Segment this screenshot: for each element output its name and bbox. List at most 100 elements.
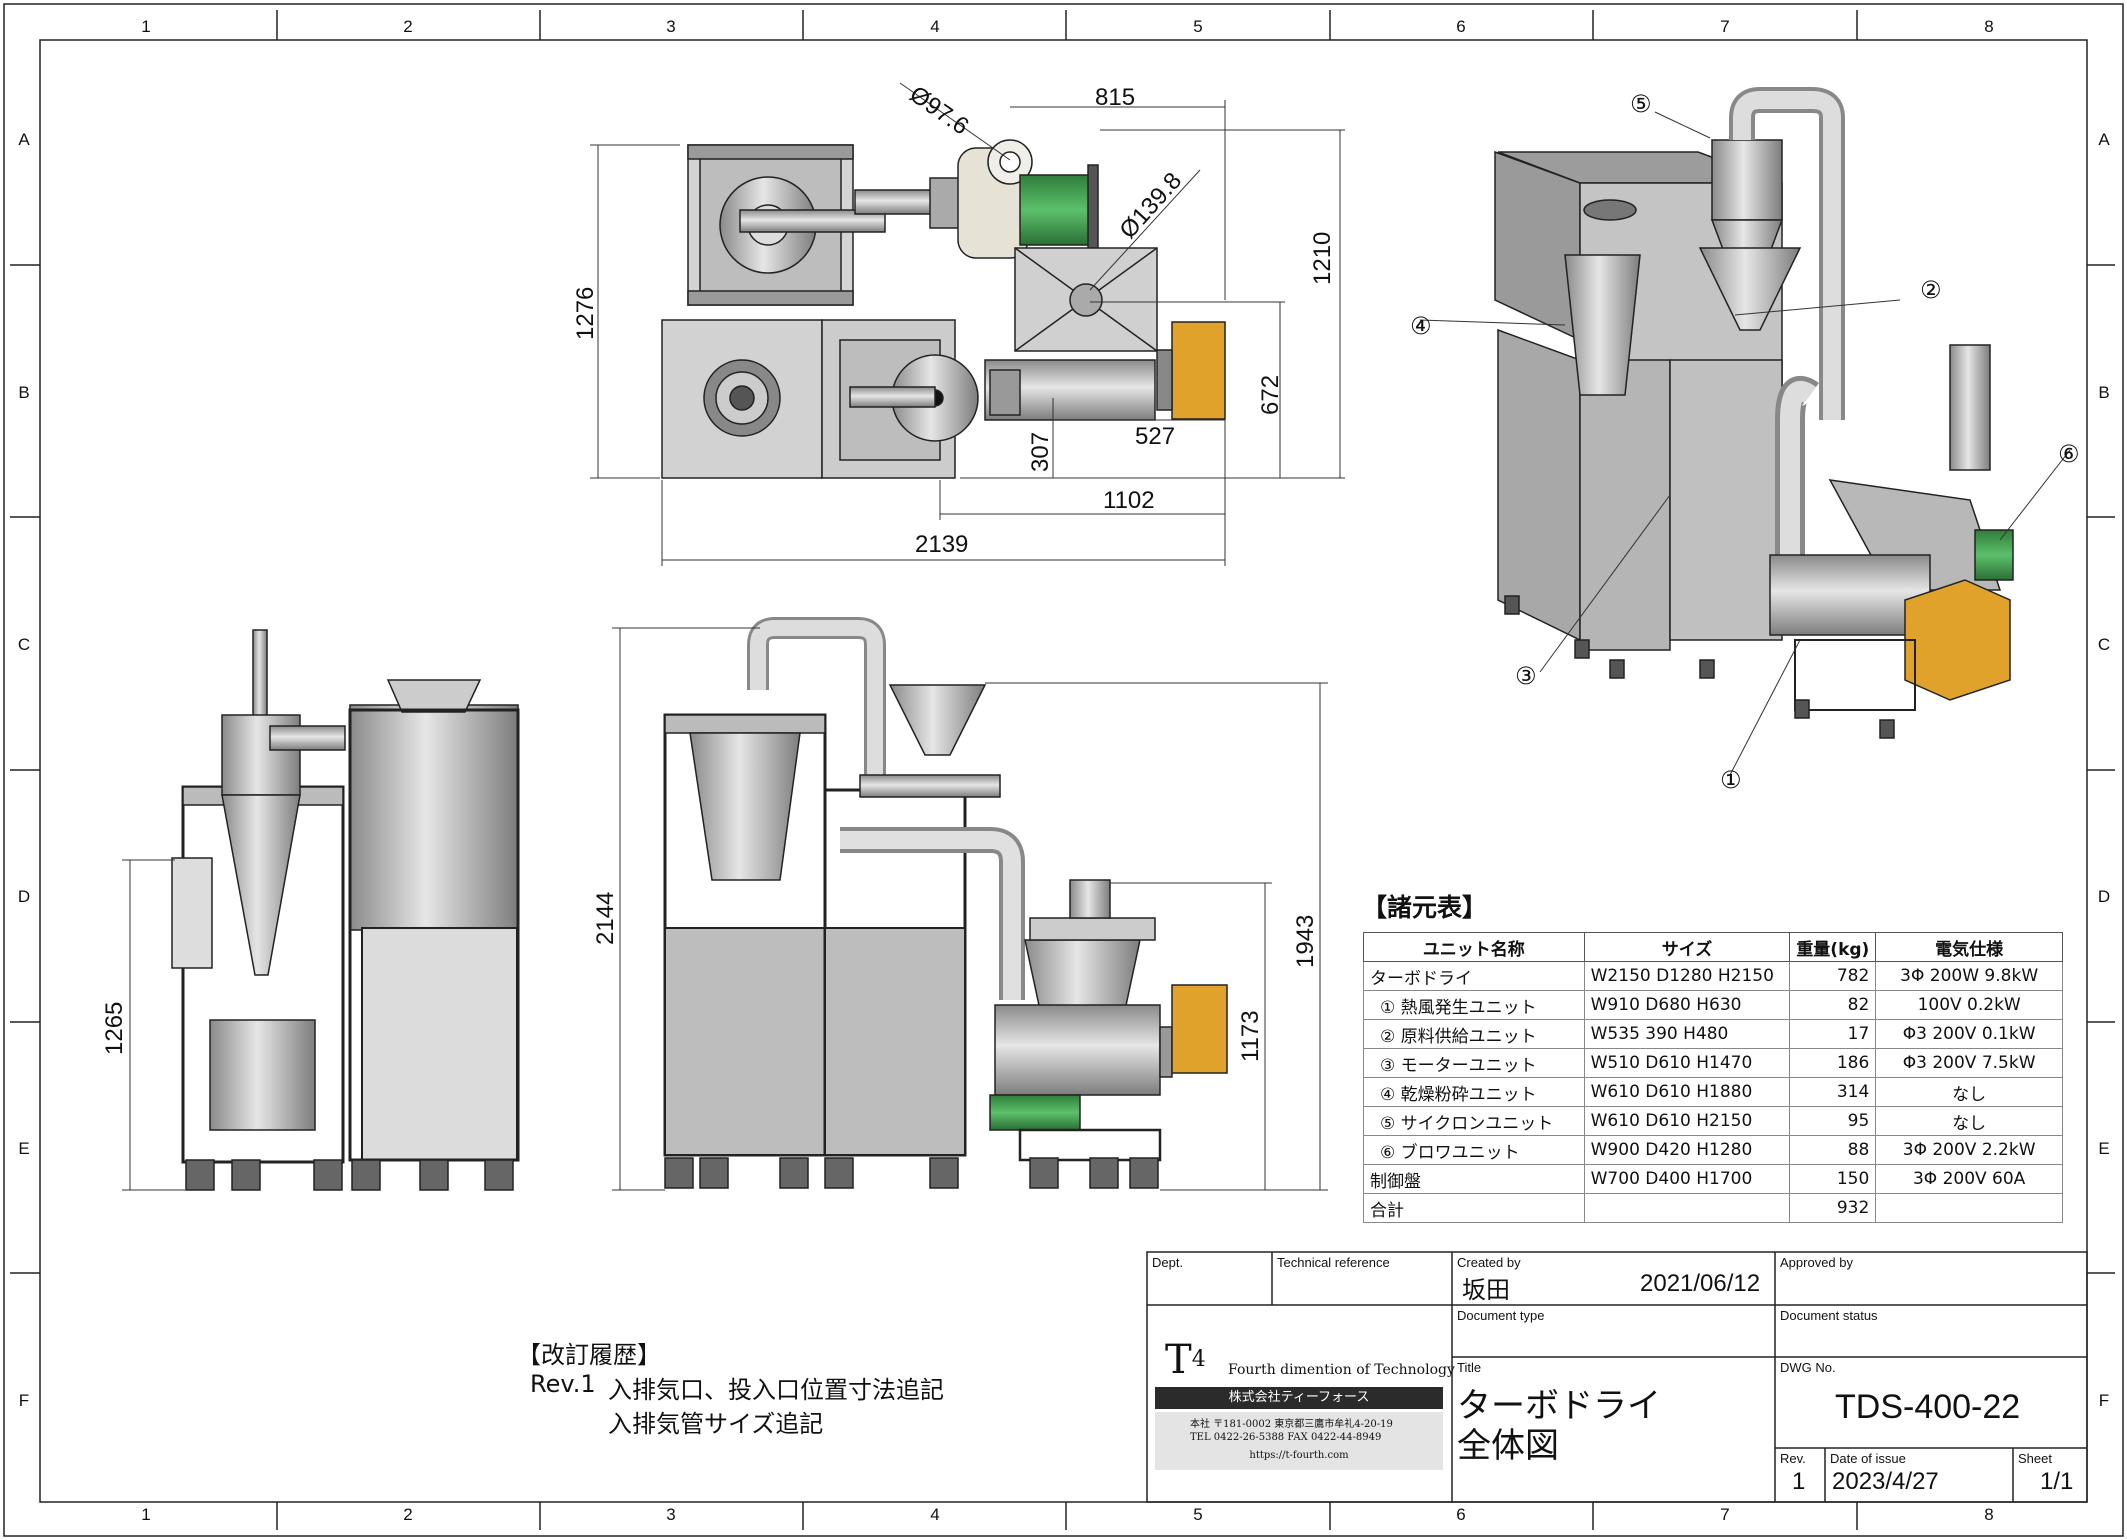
table-header-row: ユニット名称 サイズ 重量(kg) 電気仕様 <box>1363 932 2063 962</box>
drawing-title-line-2: 全体図 <box>1457 1426 1559 1466</box>
row-label: F <box>19 1391 29 1410</box>
cell-weight: 82 <box>1789 990 1877 1020</box>
cell-size: W910 D680 H630 <box>1583 990 1791 1020</box>
top-view <box>661 139 1226 479</box>
issue-date: 2023/4/27 <box>1832 1468 1939 1495</box>
cell-unit: ① 熱風発生ユニット <box>1363 990 1585 1020</box>
row-label: D <box>2098 887 2110 906</box>
col-label: 1 <box>141 17 150 36</box>
dim-label: 1173 <box>1237 1010 1264 1062</box>
front-view-dim-lines <box>612 627 1328 1191</box>
row-label: F <box>2099 1391 2109 1410</box>
table-row: ③ モーターユニット W510 D610 H1470 186 Φ3 200V 7… <box>1363 1048 2063 1078</box>
col-label: 5 <box>1193 17 1202 36</box>
column-header: 電気仕様 <box>1875 932 2063 962</box>
created-by-label: Created by <box>1457 1255 1521 1270</box>
title-block-grid <box>1146 1251 2088 1503</box>
dim-label: 2139 <box>915 531 968 558</box>
col-label: 7 <box>1720 17 1729 36</box>
cell-weight: 17 <box>1789 1019 1877 1049</box>
cell-size: W900 D420 H1280 <box>1583 1135 1791 1165</box>
cell-electric: なし <box>1875 1106 2063 1136</box>
table-row: ⑤ サイクロンユニット W610 D610 H2150 95 なし <box>1363 1106 2063 1136</box>
callout-label: ⑥ <box>2058 440 2080 468</box>
logo-address: 本社 〒181-0002 東京都三鷹市牟礼4-20-19 <box>1190 1419 1393 1430</box>
cell-unit: 合計 <box>1363 1193 1585 1223</box>
dim-label: 1265 <box>101 1002 128 1055</box>
table-row-total: 合計 932 <box>1363 1193 2063 1223</box>
doc-type-label: Document type <box>1457 1308 1545 1323</box>
callout-label: ② <box>1920 276 1942 304</box>
cell-size: W535 390 H480 <box>1583 1019 1791 1049</box>
cell-electric: 100V 0.2kW <box>1875 990 2063 1020</box>
col-label: 4 <box>930 17 939 36</box>
dim-label: 815 <box>1095 84 1135 111</box>
row-label: B <box>18 383 29 402</box>
column-header: サイズ <box>1583 932 1791 962</box>
table-row: ④ 乾燥粉砕ユニット W610 D610 H1880 314 なし <box>1363 1077 2063 1107</box>
iso-view <box>1494 87 2014 739</box>
col-label: 4 <box>930 1505 939 1524</box>
logo-url: https://t-fourth.com <box>1249 1450 1349 1461</box>
cell-electric: Φ3 200V 0.1kW <box>1875 1019 2063 1049</box>
dim-label: 672 <box>1257 375 1284 415</box>
approved-by-label: Approved by <box>1780 1255 1853 1270</box>
cell-weight: 186 <box>1789 1048 1877 1078</box>
dim-label: 1276 <box>572 287 599 340</box>
border-ticks <box>10 10 2115 1530</box>
cell-electric: 3Φ 200V 60A <box>1875 1164 2063 1194</box>
doc-status-label: Document status <box>1780 1308 1878 1323</box>
iso-labels: ⑤ ② ④ ⑥ ③ ① <box>1410 90 2080 794</box>
dim-label: 1210 <box>1309 232 1336 285</box>
cell-unit: ③ モーターユニット <box>1363 1048 1585 1078</box>
cell-unit: 制御盤 <box>1363 1164 1585 1194</box>
sheet-label: Sheet <box>2018 1451 2052 1466</box>
col-label: 5 <box>1193 1505 1202 1524</box>
spec-table: ユニット名称 サイズ 重量(kg) 電気仕様 ターボドライ W2150 D128… <box>1363 932 2063 1223</box>
callout-label: ③ <box>1515 662 1537 690</box>
table-row: ② 原料供給ユニット W535 390 H480 17 Φ3 200V 0.1k… <box>1363 1019 2063 1049</box>
cell-electric: なし <box>1875 1077 2063 1107</box>
dim-label: 1943 <box>1292 915 1319 968</box>
revision-line-2: 入排気管サイズ追記 <box>608 1410 824 1438</box>
cell-weight: 88 <box>1789 1135 1877 1165</box>
cell-size: W700 D400 H1700 <box>1583 1164 1791 1194</box>
row-label: C <box>18 635 30 654</box>
company-logo: T4 Fourth dimention of Technology 株式会社ティ… <box>1155 1340 1455 1472</box>
col-label: 3 <box>666 17 675 36</box>
revision-number: Rev.1 <box>530 1370 596 1398</box>
side-view <box>171 629 520 1191</box>
cell-electric: 3Φ 200W 9.8kW <box>1875 961 2063 991</box>
issue-date-label: Date of issue <box>1830 1451 1906 1466</box>
table-row: ターボドライ W2150 D1280 H2150 782 3Φ 200W 9.8… <box>1363 961 2063 991</box>
table-row: ⑥ ブロワユニット W900 D420 H1280 88 3Φ 200V 2.2… <box>1363 1135 2063 1165</box>
sheet-value: 1/1 <box>2040 1468 2074 1495</box>
dwg-no: TDS-400-22 <box>1835 1388 2021 1426</box>
dim-label: Ø139.8 <box>1114 167 1187 244</box>
dim-label: 307 <box>1027 432 1054 472</box>
created-date: 2021/06/12 <box>1640 1270 1761 1297</box>
row-label: A <box>2098 130 2110 149</box>
col-label: 6 <box>1456 1505 1465 1524</box>
table-row: 制御盤 W700 D400 H1700 150 3Φ 200V 60A <box>1363 1164 2063 1194</box>
cell-weight: 932 <box>1789 1193 1877 1223</box>
title-label: Title <box>1457 1360 1482 1375</box>
drawing-title-line-1: ターボドライ <box>1457 1386 1661 1426</box>
iso-leaders <box>1419 111 2071 776</box>
top-view-dim-lines <box>590 82 1345 566</box>
callout-label: ⑤ <box>1630 90 1652 118</box>
col-label: 2 <box>403 17 412 36</box>
row-label: E <box>18 1139 29 1158</box>
column-header: 重量(kg) <box>1789 932 1877 962</box>
col-label: 8 <box>1984 1505 1993 1524</box>
cell-weight: 782 <box>1789 961 1877 991</box>
revision-line-1: 入排気口、投入口位置寸法追記 <box>608 1376 944 1404</box>
dim-label: 527 <box>1135 423 1175 450</box>
logo-tagline: Fourth dimention of Technology <box>1228 1362 1455 1378</box>
logo-company: 株式会社ティーフォース <box>1155 1387 1443 1409</box>
revision-title: 【改訂履歴】 <box>517 1341 661 1369</box>
row-label: A <box>18 130 30 149</box>
border-labels: 1 2 3 4 5 6 7 8 1 2 3 4 5 6 7 8 A B C D … <box>18 17 2110 1524</box>
cell-weight: 95 <box>1789 1106 1877 1136</box>
